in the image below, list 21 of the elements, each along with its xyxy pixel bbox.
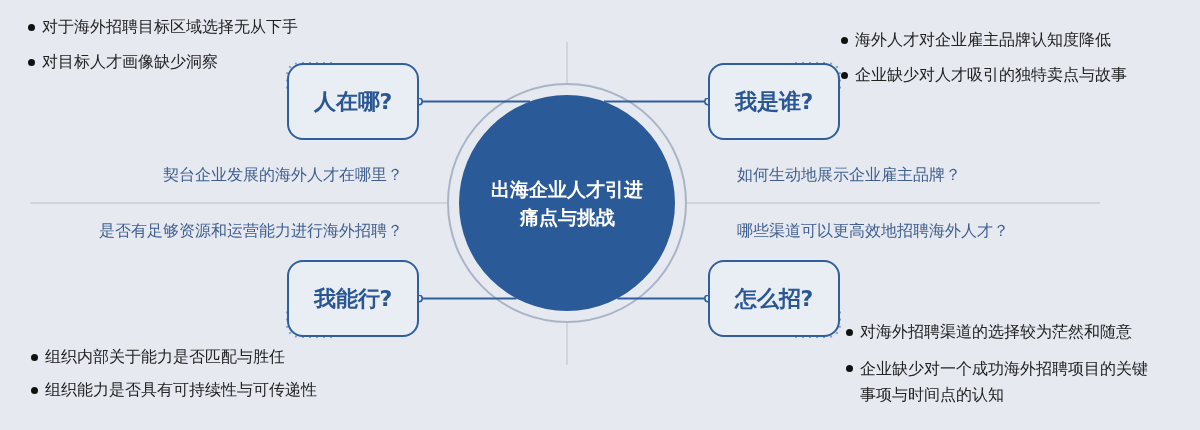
bullet-text: 企业缺少对一个成功海外招聘项目的关键事项与时间点的认知 xyxy=(860,358,1149,406)
question-text: 是否有足够资源和运营能力进行海外招聘？ xyxy=(99,221,403,242)
question-box xyxy=(287,260,419,337)
question-box xyxy=(708,260,840,337)
bullet-text: 海外人才对企业雇主品牌认知度降低 xyxy=(855,30,1111,51)
bullet-text: 组织能力是否具有可持续性与可传递性 xyxy=(45,380,317,401)
question-text: 契台企业发展的海外人才在哪里？ xyxy=(163,165,403,186)
bullet-text: 对海外招聘渠道的选择较为茫然和随意 xyxy=(860,322,1132,343)
bullet-text: 对于海外招聘目标区域选择无从下手 xyxy=(42,17,298,38)
center-title: 出海企业人才引进痛点与挑战 xyxy=(490,176,644,230)
box-heading: 人在哪? xyxy=(313,87,393,116)
box-heading: 我能行? xyxy=(313,284,393,313)
box-heading: 我是谁? xyxy=(734,87,814,116)
bullet-text: 企业缺少对人才吸引的独特卖点与故事 xyxy=(855,65,1127,86)
question-text: 哪些渠道可以更高效地招聘海外人才？ xyxy=(737,221,1009,242)
question-box xyxy=(287,63,419,140)
question-text: 如何生动地展示企业雇主品牌？ xyxy=(737,165,961,186)
box-heading: 怎么招? xyxy=(734,284,814,313)
bullet-text: 对目标人才画像缺少洞察 xyxy=(42,52,218,73)
bullet-text: 组织内部关于能力是否匹配与胜任 xyxy=(45,347,285,368)
question-box xyxy=(708,63,840,140)
